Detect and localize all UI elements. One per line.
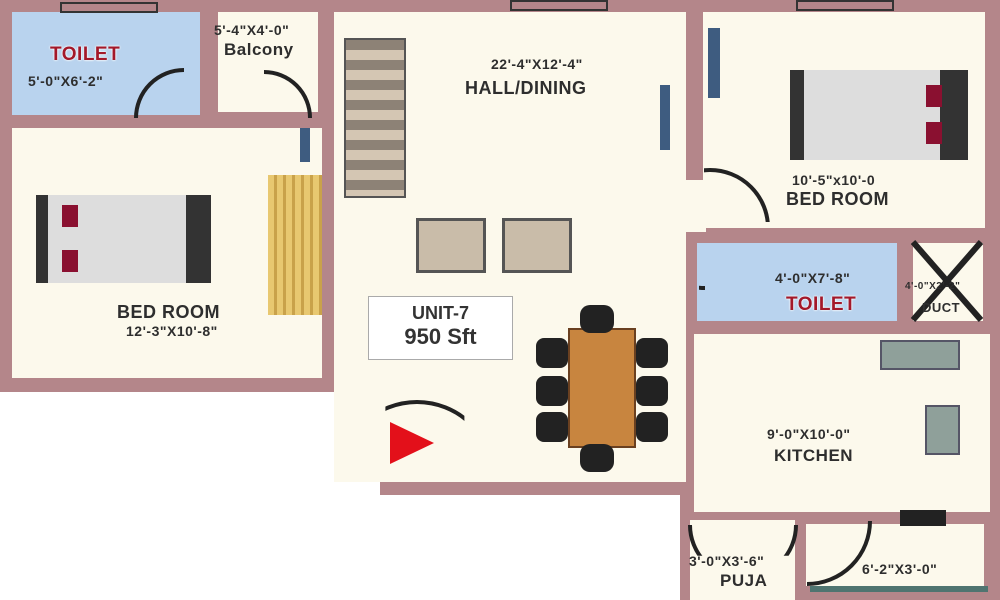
hall-size: 22'-4"X12'-4" [491, 56, 583, 72]
kitchen-stove [925, 405, 960, 455]
pillow [62, 250, 78, 272]
armchair [416, 218, 486, 273]
armchair [502, 218, 572, 273]
pillow [62, 205, 78, 227]
duct-name: DUCT [922, 300, 961, 315]
hall-name: HALL/DINING [465, 78, 587, 98]
tv-unit [660, 85, 670, 150]
duct-cross-icon [910, 240, 984, 322]
toilet-2-name: TOILET [786, 294, 857, 315]
tv-unit [708, 28, 720, 98]
bed [790, 70, 968, 160]
window-bedroom [796, 0, 894, 11]
window-toilet [60, 2, 158, 13]
bedroom-1-size: 10'-5"x10'-0 [792, 172, 876, 188]
dining-chair [580, 305, 614, 333]
window-hall [510, 0, 608, 11]
sofa [344, 38, 406, 198]
toilet-1-size: 5'-0"X6'-2" [28, 73, 104, 89]
bedroom-2-name: BED ROOM [117, 302, 220, 322]
utility-ledge [810, 586, 988, 592]
dining-chair [636, 338, 668, 368]
unit-area: 950 Sft [404, 324, 477, 349]
toilet-1-name: TOILET [50, 44, 121, 65]
toilet-2-door-swing [699, 240, 705, 290]
balcony-size: 5'-4"X4'-0" [214, 22, 290, 38]
tv-unit [300, 128, 310, 162]
kitchen-name: KITCHEN [774, 446, 854, 465]
bedroom-1-name: BED ROOM [786, 189, 889, 209]
bedroom-1-door-gap [686, 180, 706, 232]
wardrobe [268, 175, 322, 315]
kitchen-sink [880, 340, 960, 370]
main-door-swing [385, 400, 465, 479]
kitchen-size: 9'-0"X10'-0" [767, 426, 851, 442]
unit-label-box: UNIT-7 950 Sft [368, 296, 513, 360]
dining-chair [536, 338, 568, 368]
dining-chair [636, 412, 668, 442]
dining-chair [536, 376, 568, 406]
toilet-2-floor [697, 243, 897, 321]
dining-chair [636, 376, 668, 406]
toilet-2-size: 4'-0"X7'-8" [775, 270, 851, 286]
balcony-name: Balcony [224, 40, 294, 59]
pillow [926, 85, 942, 107]
duct-size: 4'-0"X2'-2" [905, 281, 961, 292]
kitchen-window [900, 510, 946, 526]
dining-chair [580, 444, 614, 472]
puja-name: PUJA [720, 571, 768, 590]
dining-table [568, 328, 636, 448]
entry-arrow-icon [390, 422, 434, 464]
unit-number: UNIT-7 [411, 303, 469, 323]
puja-size: 3'-0"X3'-6" [689, 553, 765, 569]
bedroom-2-size: 12'-3"X10'-8" [126, 323, 218, 339]
dining-chair [536, 412, 568, 442]
utility-size: 6'-2"X3'-0" [862, 561, 938, 577]
pillow [926, 122, 942, 144]
